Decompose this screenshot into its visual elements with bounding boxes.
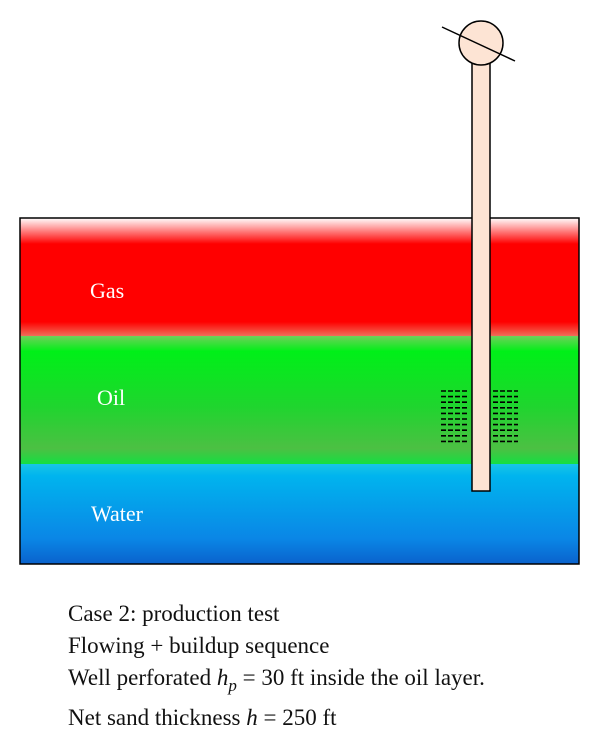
well xyxy=(441,20,516,492)
reservoir-outline xyxy=(19,217,580,565)
well-tubing xyxy=(471,59,491,492)
caption-line-3-suffix: = 30 ft inside the oil layer. xyxy=(236,665,485,690)
perforations xyxy=(441,390,518,443)
wellhead-circle xyxy=(458,20,504,66)
figure-caption: Case 2: production test Flowing + buildu… xyxy=(68,598,485,734)
oil-label: Oil xyxy=(97,385,125,410)
caption-line-3: Well perforated hp = 30 ft inside the oi… xyxy=(68,662,485,702)
caption-line-4-suffix: = 250 ft xyxy=(257,705,337,730)
water-label: Water xyxy=(91,501,144,526)
perforated-height-symbol: h xyxy=(216,665,229,690)
caption-line-4-prefix: Net sand thickness xyxy=(68,705,247,730)
gas-layer xyxy=(20,218,579,336)
net-thickness-symbol: h xyxy=(246,705,258,730)
caption-line-4: Net sand thickness h = 250 ft xyxy=(68,702,485,734)
caption-line-3-prefix: Well perforated xyxy=(68,665,217,690)
caption-line-1: Case 2: production test xyxy=(68,601,280,626)
wellhead-line xyxy=(441,26,516,62)
gas-label: Gas xyxy=(90,278,124,303)
perforated-height-subscript: p xyxy=(228,676,237,695)
caption-line-2: Flowing + buildup sequence xyxy=(68,633,330,658)
